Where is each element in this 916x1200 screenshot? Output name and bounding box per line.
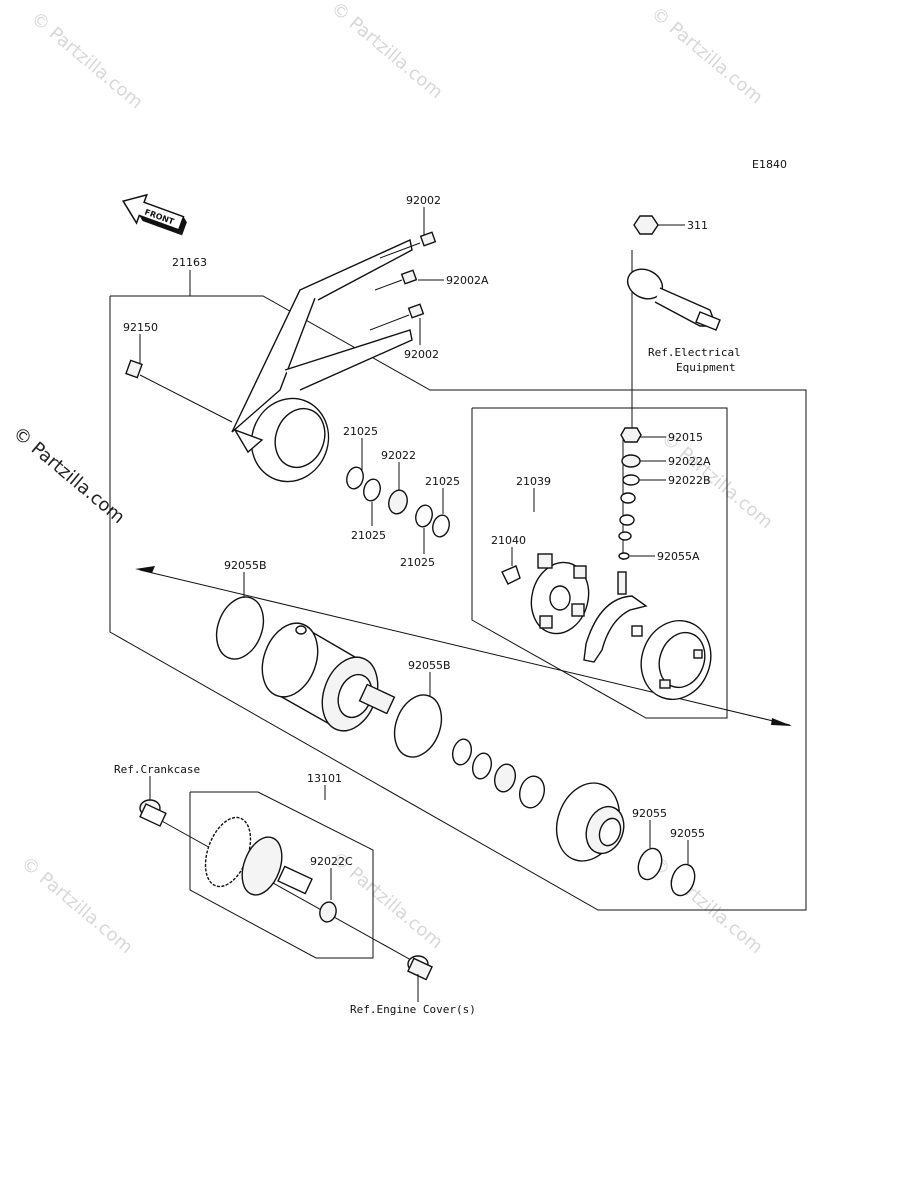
label-13101: 13101 (307, 772, 342, 785)
label-92002A: 92002A (446, 274, 489, 287)
label-92055A: 92055A (657, 550, 700, 563)
label-21039: 21039 (516, 475, 551, 488)
long-bolt-92150 (125, 359, 233, 423)
rear-cover (640, 619, 712, 701)
axis-arrow-right-icon (771, 718, 792, 726)
watermark-7: © Partzilla.com (647, 853, 767, 958)
assembly-boundary (109, 295, 807, 911)
brush-21040 (501, 565, 521, 585)
front-cover (555, 782, 625, 862)
watermark-left: © Partzilla.com (9, 423, 129, 528)
label-92150: 92150 (123, 321, 158, 334)
label-92022: 92022 (381, 449, 416, 462)
watermark-5: © Partzilla.com (17, 853, 137, 958)
o-ring-92055B-left (215, 596, 265, 660)
nut-311 (633, 215, 685, 235)
watermark-2: © Partzilla.com (327, 0, 447, 103)
electrical-lead (626, 268, 721, 331)
label-92022C: 92022C (310, 855, 353, 868)
label-92002-top: 92002 (406, 194, 441, 207)
diagram-code: E1840 (752, 158, 787, 171)
ref-electrical-line2: Equipment (676, 361, 736, 374)
brush-plate (530, 553, 590, 635)
label-311: 311 (687, 219, 708, 232)
ref-engine-cover: Ref.Engine Cover(s) (350, 1003, 476, 1016)
washer-group-left (346, 466, 450, 538)
axis-arrow-left-icon (135, 566, 155, 573)
bolt-92002-top (379, 231, 437, 259)
o-ring-92055B-right (393, 694, 443, 758)
label-92002-bottom: 92002 (404, 348, 439, 361)
label-21025-c: 21025 (425, 475, 460, 488)
label-21025-a: 21025 (343, 425, 378, 438)
label-21025-d: 21025 (400, 556, 435, 569)
end-cover-part (231, 238, 413, 483)
bolt-92002A (374, 269, 418, 291)
ref-electrical-line1: Ref.Electrical (648, 346, 741, 359)
label-92022A: 92022A (668, 455, 711, 468)
label-92055-b: 92055 (670, 827, 705, 840)
washer-92022C (319, 901, 337, 923)
label-92022B: 92022B (668, 474, 711, 487)
clutch-axis-line (159, 819, 421, 966)
terminal-stack (618, 427, 642, 560)
motor-yoke (261, 622, 396, 732)
o-ring-92055-a (637, 847, 663, 881)
label-92055B-left: 92055B (224, 559, 267, 572)
ref-crankcase: Ref.Crankcase (114, 763, 200, 776)
axis-line (139, 569, 791, 726)
clutch-boundary (189, 791, 374, 959)
washer-group-front (451, 738, 546, 809)
starter-clutch-gear (204, 816, 313, 896)
front-arrow-icon: FRONT (122, 193, 187, 236)
bolt-92002-bottom (369, 303, 425, 331)
watermark-3: © Partzilla.com (647, 3, 767, 108)
o-ring-92055-b (670, 863, 696, 897)
label-21040: 21040 (491, 534, 526, 547)
label-21163: 21163 (172, 256, 207, 269)
terminal-bracket (583, 571, 648, 663)
label-92055B-right: 92055B (408, 659, 451, 672)
label-92055-a: 92055 (632, 807, 667, 820)
brush-holder-boundary (471, 407, 728, 719)
label-92015: 92015 (668, 431, 703, 444)
watermark-1: © Partzilla.com (27, 8, 147, 113)
label-21025-b: 21025 (351, 529, 386, 542)
bushing-crankcase (139, 799, 167, 827)
bushing-engine-cover (407, 955, 433, 981)
leader-lines (139, 207, 689, 1002)
